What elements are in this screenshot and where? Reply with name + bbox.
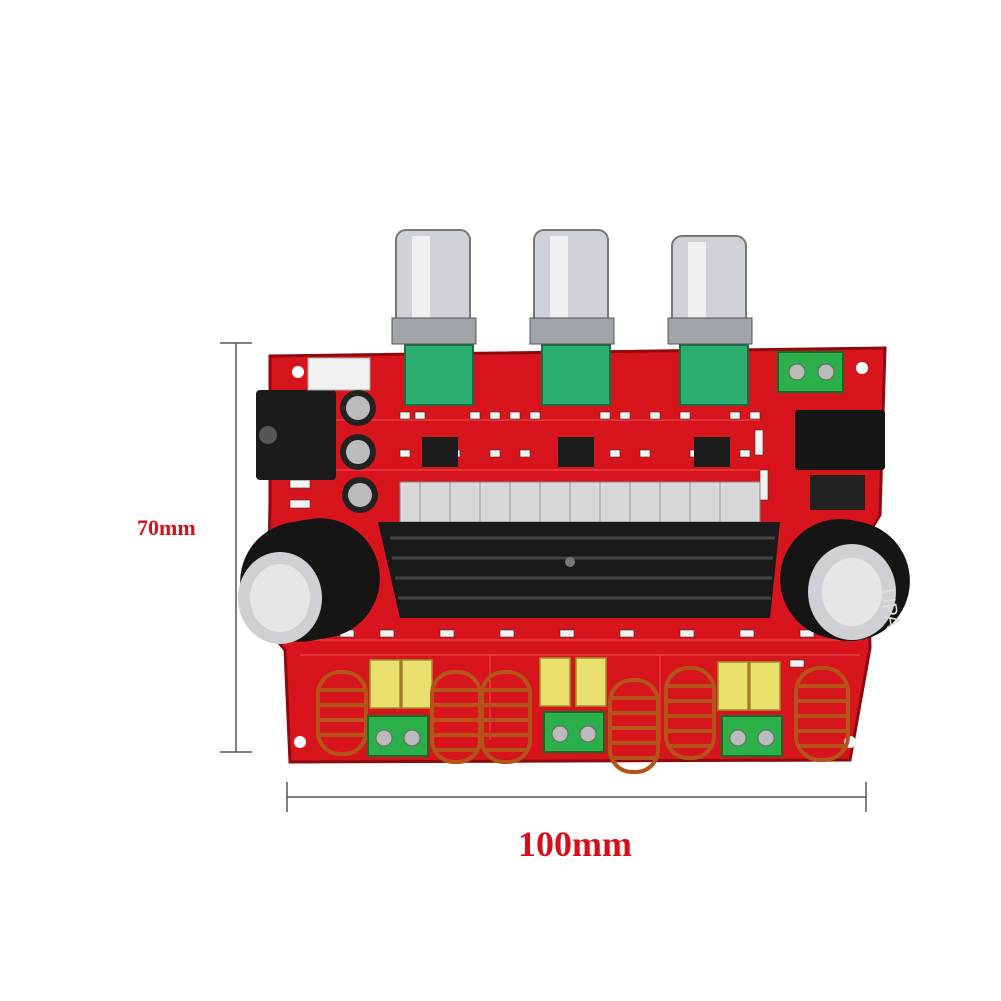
- knob-treble: [529, 229, 615, 406]
- height-dimension-line: [220, 342, 252, 753]
- smd-components: [289, 411, 815, 668]
- speaker-terminal-sub: [543, 711, 605, 753]
- audio-input-jack: [256, 390, 336, 480]
- film-capacitors: [369, 657, 781, 711]
- large-capacitor-right: UPA: [780, 518, 910, 642]
- speaker-terminal-right: [721, 715, 783, 757]
- coil-5: [664, 666, 716, 760]
- inductor-coils: [316, 666, 850, 774]
- heatsink: [378, 522, 780, 618]
- mount-hole-tl: [292, 366, 304, 378]
- knob-bass: [667, 235, 753, 406]
- knob-volume: [391, 229, 477, 406]
- power-terminal-block: [777, 351, 844, 393]
- coil-6: [794, 666, 850, 762]
- speaker-terminals: [367, 711, 783, 757]
- mount-hole-bl: [294, 736, 306, 748]
- width-dimension-label: 100mm: [518, 824, 632, 864]
- height-dimension-label: 70mm: [137, 515, 196, 540]
- coil-4: [608, 678, 660, 774]
- potentiometer-knobs: [391, 229, 753, 406]
- small-capacitors: [340, 390, 378, 513]
- speaker-terminal-left: [367, 715, 429, 757]
- white-connector: [307, 357, 371, 391]
- width-dimension-line: [286, 782, 867, 812]
- amplifier-ic-row: [399, 481, 761, 523]
- coil-3: [480, 670, 532, 764]
- large-capacitor-left: [238, 518, 380, 644]
- dc-power-jack: [795, 410, 885, 470]
- mount-hole-tr: [856, 362, 868, 374]
- coil-1: [316, 670, 368, 756]
- voltage-regulator: [810, 475, 865, 510]
- op-amp-chips: [422, 437, 730, 467]
